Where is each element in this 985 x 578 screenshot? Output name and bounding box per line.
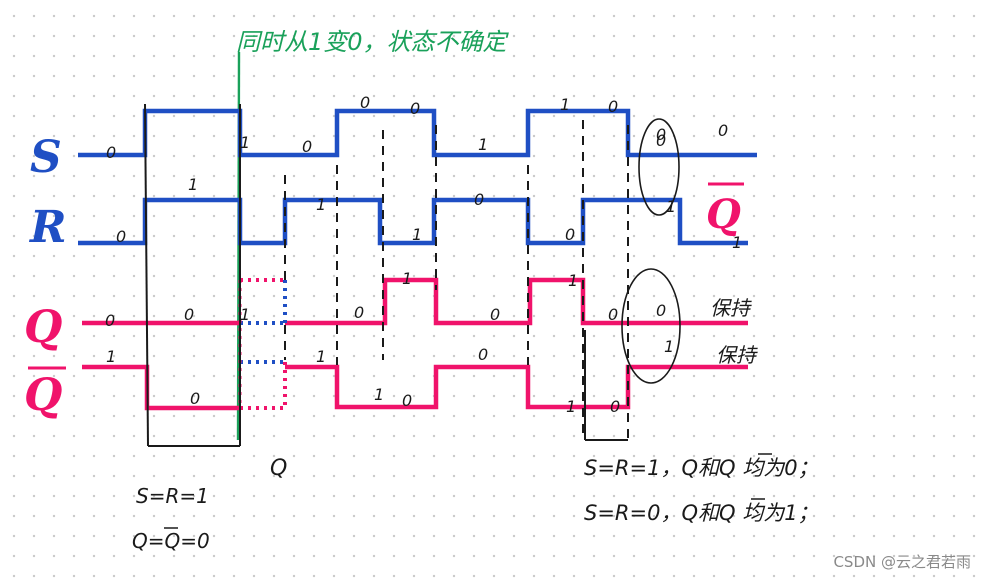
note-cond-left-1: S=R=1 — [136, 484, 209, 508]
level-mark: 1 — [240, 305, 250, 324]
level-mark: 1 — [732, 233, 742, 252]
waveform-qbar-2 — [285, 364, 748, 410]
label-q: Q — [24, 302, 62, 353]
level-mark: 1 — [240, 133, 250, 152]
level-mark: 1 — [666, 197, 676, 216]
watermark: CSDN @云之君若雨 — [833, 553, 971, 571]
level-mark: 1 — [316, 347, 326, 366]
level-mark: 1 — [106, 347, 116, 366]
level-mark: 1 — [568, 271, 578, 290]
level-mark: 0 — [302, 137, 312, 156]
level-mark: 0 — [116, 227, 126, 246]
level-mark: 0 — [184, 305, 194, 324]
level-mark: 0 — [190, 389, 200, 408]
note-q-mark: Q — [270, 456, 287, 481]
label-qbar: Q — [24, 370, 62, 421]
level-mark: 0 — [718, 121, 728, 140]
level-mark: 1 — [566, 397, 576, 416]
level-mark: 1 — [664, 337, 674, 356]
note-cond-left-2: Q=Q=0 — [132, 529, 210, 553]
label-qbar-right: Q — [706, 191, 741, 238]
title-annotation: 同时从1变0，状态不确定 — [236, 28, 510, 56]
circle-annotation-bottom — [621, 268, 681, 384]
level-mark: 0 — [565, 225, 575, 244]
level-mark: 0 — [608, 97, 618, 116]
level-mark: 1 — [478, 135, 488, 154]
level-mark: 0 — [656, 131, 666, 150]
label-s: S — [30, 132, 62, 183]
level-mark: 0 — [608, 305, 618, 324]
level-mark: 0 — [105, 311, 115, 330]
waveform-qbar — [82, 364, 240, 411]
level-mark: 1 — [560, 95, 570, 114]
level-mark: 0 — [490, 305, 500, 324]
level-mark: 0 — [354, 303, 364, 322]
level-mark: 0 — [478, 345, 488, 364]
uncertain-region — [238, 278, 287, 410]
note-cond-right-1: S=R=1，Q和Q 均为0； — [584, 456, 819, 480]
waveform-r — [78, 197, 748, 246]
level-mark: 1 — [374, 385, 384, 404]
level-mark: 0 — [474, 190, 484, 209]
waveform-s — [78, 108, 757, 158]
label-r: R — [28, 202, 67, 253]
level-mark: 0 — [410, 99, 420, 118]
level-mark: 0 — [402, 391, 412, 410]
circle-annotation-top — [638, 118, 680, 216]
level-mark: 1 — [188, 175, 198, 194]
level-mark: 0 — [610, 397, 620, 416]
note-hold-1: 保持 — [710, 296, 752, 320]
level-mark: 0 — [656, 125, 666, 144]
note-hold-2: 保持 — [716, 343, 758, 367]
level-mark: 0 — [360, 93, 370, 112]
note-cond-right-2: S=R=0，Q和Q 均为1； — [584, 501, 819, 525]
level-mark: 0 — [106, 143, 116, 162]
level-mark: 0 — [656, 301, 666, 320]
level-mark: 1 — [316, 195, 326, 214]
reference-lines — [144, 103, 629, 447]
level-mark: 1 — [412, 225, 422, 244]
level-mark: 1 — [402, 269, 412, 288]
